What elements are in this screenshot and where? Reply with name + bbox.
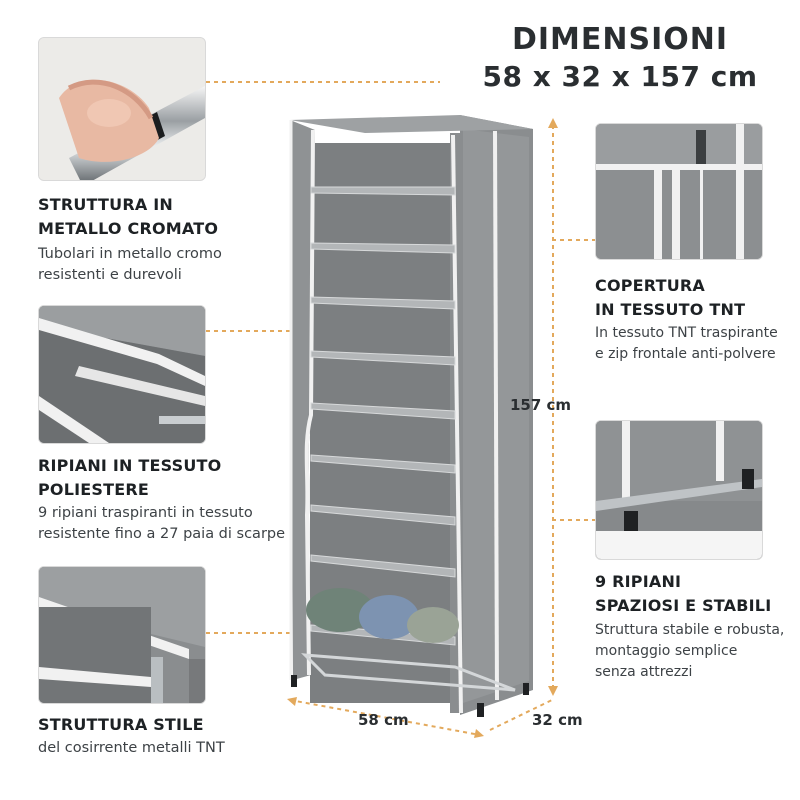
height-label: 157 cm [510, 396, 572, 414]
frame-corner-photo [38, 566, 206, 704]
feature-cover-heading: COPERTURA IN TESSUTO TNT [595, 276, 746, 319]
feature-cover-text: In tessuto TNT traspirante e zip frontal… [595, 325, 778, 362]
feature-chrome-heading: STRUTTURA IN METALLO CROMATO [38, 195, 219, 238]
width-label: 58 cm [358, 711, 409, 729]
feature-stable-text: Struttura stabile e robusta, montaggio s… [595, 622, 785, 680]
depth-label: 32 cm [532, 711, 583, 729]
shelf-fabric-photo [38, 305, 206, 444]
feature-shelves-heading: RIPIANI IN TESSUTO POLIESTERE [38, 456, 222, 499]
feature-frame-heading: STRUTTURA STILE [38, 715, 204, 734]
feature-stable-heading: 9 RIPIANI SPAZIOSI E STABILI [595, 572, 772, 615]
feature-frame-text: del cosirrente metalli TNT [38, 740, 225, 756]
chrome-tube-photo [38, 37, 206, 181]
title-line1: DIMENSIONI [511, 22, 729, 57]
shelf-base-photo [595, 420, 763, 560]
feature-shelves-text: 9 ripiani traspiranti in tessuto resiste… [38, 505, 286, 542]
shoe-cabinet [289, 115, 533, 717]
towel-stack [306, 588, 459, 643]
zip-cover-photo [595, 123, 763, 260]
title-dimensions: 58 x 32 x 157 cm [482, 60, 758, 93]
feature-chrome-text: Tubolari in metallo cromo resistenti e d… [38, 246, 222, 283]
